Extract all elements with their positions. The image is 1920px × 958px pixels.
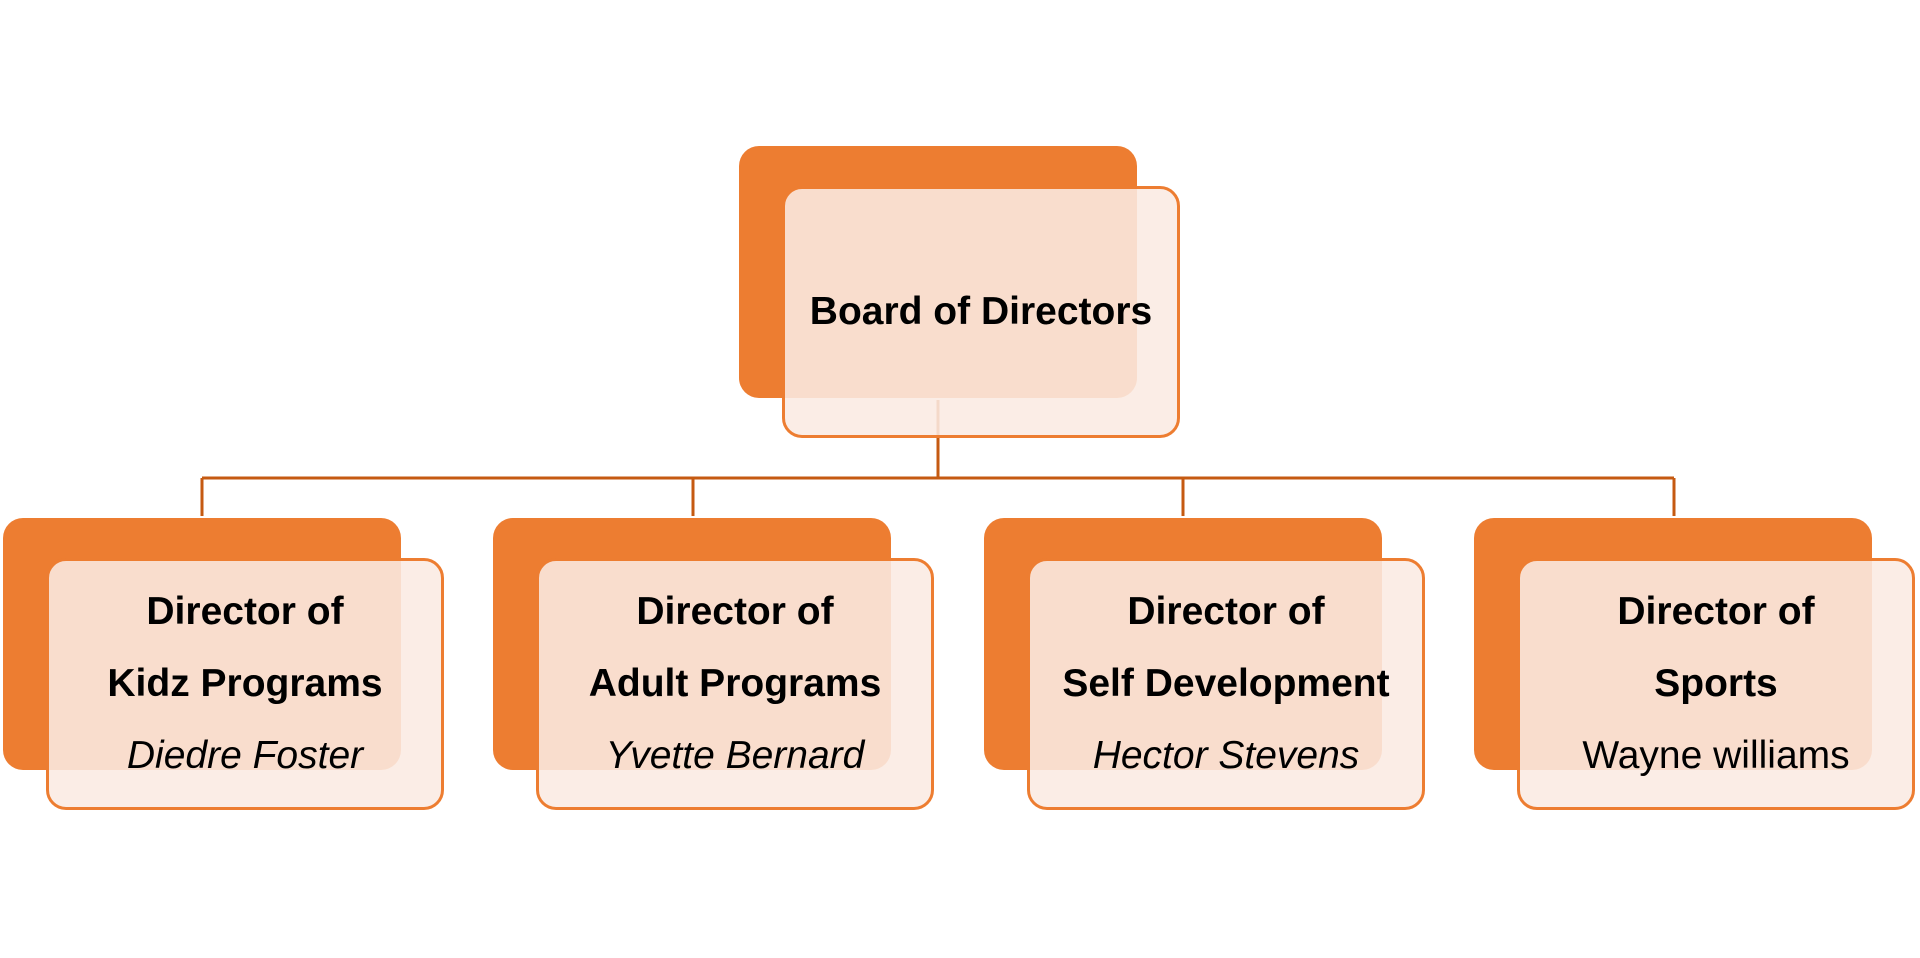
node-title-line1: Director of <box>146 590 344 633</box>
node-front-card <box>782 186 1180 438</box>
node-front-card <box>1517 558 1915 810</box>
node-label: Director of Sports Wayne williams <box>1517 558 1915 810</box>
node-person-name: Yvette Bernard <box>605 734 865 777</box>
node-front-card <box>536 558 934 810</box>
node-label: Director of Self Development Hector Stev… <box>1027 558 1425 810</box>
node-label: Director of Adult Programs Yvette Bernar… <box>536 558 934 810</box>
node-title-line2: Sports <box>1654 662 1778 705</box>
node-person-name: Diedre Foster <box>126 734 364 777</box>
node-person-name: Wayne williams <box>1582 734 1850 777</box>
node-front-card <box>46 558 444 810</box>
node-front-card <box>1027 558 1425 810</box>
node-title: Board of Directors <box>809 290 1153 333</box>
node-title-line2: Adult Programs <box>588 662 882 705</box>
node-title-line2: Kidz Programs <box>107 662 383 705</box>
node-person-name: Hector Stevens <box>1092 734 1360 777</box>
node-title-line2: Self Development <box>1062 662 1390 705</box>
node-label: Director of Kidz Programs Diedre Foster <box>46 558 444 810</box>
node-label: Board of Directors <box>782 186 1180 438</box>
node-title-line1: Director of <box>1127 590 1325 633</box>
node-title-line1: Director of <box>1617 590 1815 633</box>
node-title-line1: Director of <box>636 590 834 633</box>
